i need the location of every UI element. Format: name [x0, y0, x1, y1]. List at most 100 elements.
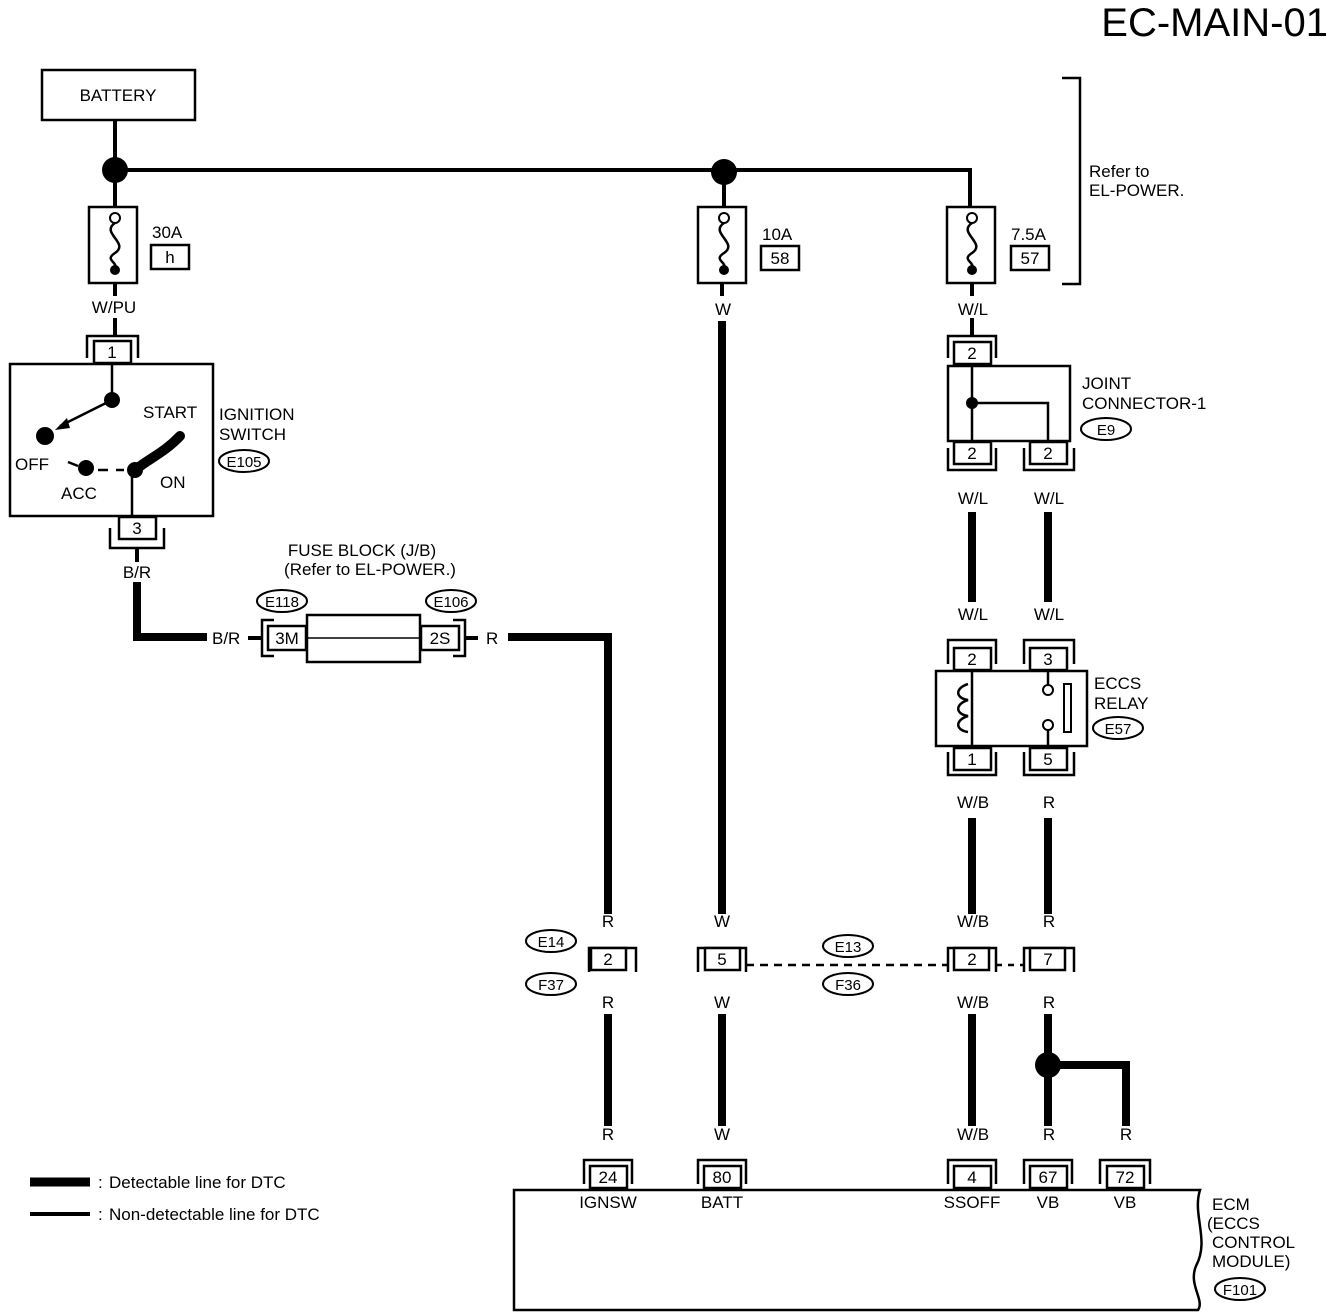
fuse-30a: 30A h: [87, 205, 191, 285]
relay-pin-tl: 2: [967, 650, 976, 669]
ecm-pin-80-name: BATT: [701, 1193, 743, 1212]
joint-pin-top-box: [952, 340, 993, 366]
joint-name-line2: CONNECTOR-1: [1082, 394, 1206, 413]
ignition-name-line2: SWITCH: [219, 425, 286, 444]
joint-pin-bl-box: [952, 440, 993, 466]
wire-color-r-1: R: [1043, 793, 1055, 812]
harness-pin-w: 5: [717, 950, 726, 969]
wire-color-r-5: R: [1043, 993, 1055, 1012]
refer-note-line1: Refer to: [1089, 162, 1149, 181]
ecm-connector: F101: [1223, 1282, 1257, 1299]
wire-color-wpu: W/PU: [92, 298, 136, 317]
joint-pin-top: 2: [967, 344, 976, 363]
joint-connector-id: E9: [1097, 422, 1115, 439]
wire-color-wb-1: W/B: [957, 793, 989, 812]
fuse-block-note: (Refer to EL-POWER.): [284, 560, 456, 579]
harness-pin-r2: 7: [1043, 950, 1052, 969]
wire-color-r-4: R: [602, 993, 614, 1012]
wire-color-wl-3: W/L: [958, 605, 988, 624]
harness-pin-r2-box: [1028, 946, 1067, 972]
fuse-block-pin-left: 3M: [275, 629, 299, 648]
fuse-block-pin-left-box: [266, 624, 308, 652]
ignition-pos-start: START: [143, 403, 197, 422]
relay-pin-bl-box: [952, 746, 993, 772]
relay-pin-tr: 3: [1043, 650, 1052, 669]
fuse-10a: 10A 58: [696, 205, 801, 285]
harness-connectors: E14 F37 E13 F36 2 5 2 7: [525, 929, 1076, 996]
wire-color-r-3: R: [1043, 912, 1055, 931]
wire-color-r-6: R: [602, 1125, 614, 1144]
ignition-pos-off: OFF: [15, 455, 49, 474]
wire-color-r-2: R: [602, 912, 614, 931]
power-bus: [102, 120, 972, 210]
ecm-pin-24-name: IGNSW: [579, 1193, 637, 1212]
ecm-pin-4-box: [952, 1164, 993, 1190]
wire-color-wl-1: W/L: [958, 489, 988, 508]
ecm-pin-72-name: VB: [1114, 1193, 1137, 1212]
fuse-7-5a-id: 57: [1021, 249, 1040, 268]
wire-color-wb-3: W/B: [957, 993, 989, 1012]
fuse-block: FUSE BLOCK (J/B) (Refer to EL-POWER.) E1…: [256, 541, 477, 664]
fuse-30a-id-box: [149, 243, 191, 271]
page-title: EC-MAIN-01: [1101, 1, 1328, 45]
wire-color-br-vertical: B/R: [123, 563, 151, 582]
ignition-switch: 1 START OFF ACC ON IGNITION SWITCH E105 …: [8, 334, 295, 550]
harness-pin-wb: 2: [967, 950, 976, 969]
harness-e13: E13: [835, 939, 862, 956]
ecm-pin-24-box: [588, 1164, 629, 1190]
joint-pin-bottom-left: 2: [967, 444, 976, 463]
wire-color-wb-4: W/B: [957, 1125, 989, 1144]
wire-color-r-7: R: [1043, 1125, 1055, 1144]
ecm-connector-oval: [1214, 1277, 1266, 1301]
harness-e14-oval: [525, 929, 577, 953]
battery-box: [40, 68, 197, 122]
harness-pin-r-box: [589, 946, 628, 972]
joint-pin-br-box: [1028, 440, 1069, 466]
harness-pin-r: 2: [603, 950, 612, 969]
fuse-7-5a-id-box: [1009, 244, 1051, 272]
fuse-block-pin-right: 2S: [430, 629, 451, 648]
joint-name-line1: JOINT: [1082, 374, 1131, 393]
ignition-connector-oval: [218, 449, 270, 473]
fuse-block-pin-right-box: [419, 624, 461, 652]
fuse-7-5a: 7.5A 57: [945, 205, 1051, 285]
fuse-30a-rating: 30A: [152, 223, 183, 242]
refer-bracket: [1062, 76, 1082, 286]
fuse-10a-rating: 10A: [762, 225, 793, 244]
ecm: 24 IGNSW 80 BATT 4 SSOFF 67 VB 72 VB ECM…: [512, 1158, 1295, 1312]
fuse-block-name: FUSE BLOCK (J/B): [288, 541, 436, 560]
legend-prefix-2: :: [98, 1205, 103, 1224]
wire-color-wl-2: W/L: [1034, 489, 1064, 508]
ignition-pos-on: ON: [160, 473, 186, 492]
wire-color-r-horizontal: R: [486, 629, 498, 648]
harness-f36-oval: [822, 972, 874, 996]
harness-pin-wb-box: [952, 946, 991, 972]
harness-f37: F37: [538, 977, 564, 994]
relay-pin-bl: 1: [967, 750, 976, 769]
fuse-block-right-conn-oval: [425, 589, 477, 613]
relay-pin-br-box: [1028, 746, 1069, 772]
legend-non-detectable: Non-detectable line for DTC: [109, 1205, 320, 1224]
bus-junction-mid: [711, 159, 737, 185]
wire-color-w-2: W: [714, 912, 730, 931]
wire-color-wb-2: W/B: [957, 912, 989, 931]
relay-pin-br: 5: [1043, 750, 1052, 769]
joint-connector: 2 JOINT CONNECTOR-1 E9 2 2: [946, 334, 1206, 472]
harness-f37-oval: [525, 972, 577, 996]
ecm-pin-80: 80: [713, 1168, 732, 1187]
ecm-pin-24: 24: [599, 1168, 618, 1187]
fuse-10a-id-box: [759, 244, 801, 272]
joint-pin-bottom-right: 2: [1043, 444, 1052, 463]
ecm-name-line4: MODULE): [1212, 1252, 1290, 1271]
eccs-relay: 2 3 ECCS RELAY E57 1 5: [934, 638, 1149, 777]
relay-connector: E57: [1105, 721, 1132, 738]
ecm-pin-67-name: VB: [1037, 1193, 1060, 1212]
harness-e14: E14: [538, 934, 565, 951]
ignition-pin-3: 3: [132, 519, 141, 538]
bus-junction-left: [102, 157, 128, 183]
ecm-pin-80-box: [702, 1164, 743, 1190]
wire-color-w-4: W: [714, 1125, 730, 1144]
wire-color-wl-4: W/L: [1034, 605, 1064, 624]
ecm-pin-67-box: [1028, 1164, 1069, 1190]
fuse-7-5a-rating: 7.5A: [1011, 225, 1047, 244]
